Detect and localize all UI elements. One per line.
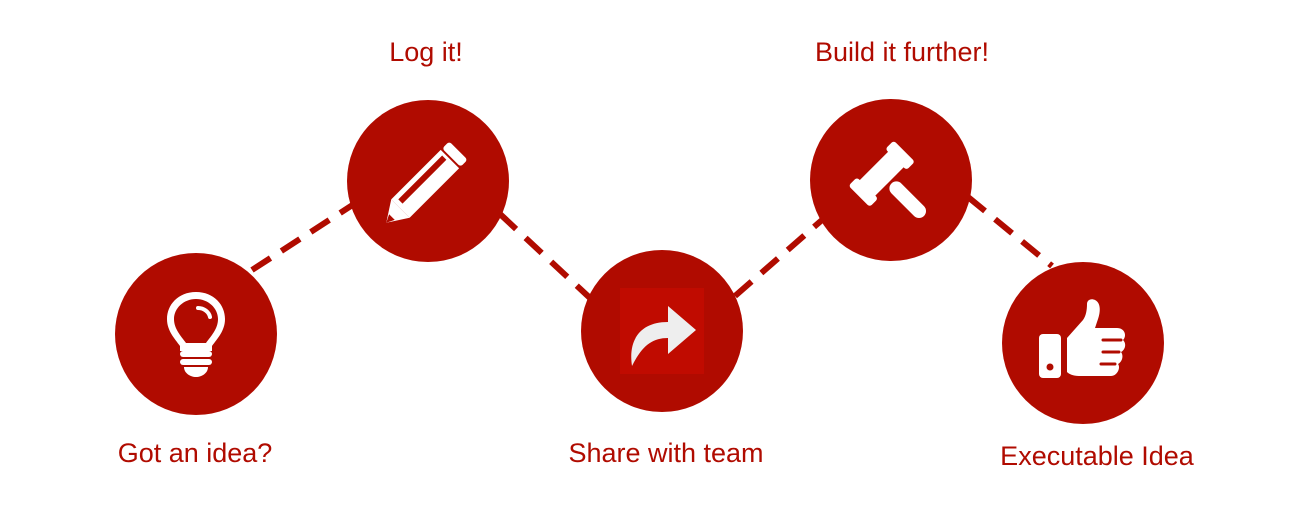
gavel-icon — [849, 141, 927, 219]
step-share-label: Share with team — [568, 438, 764, 468]
pencil-icon — [386, 142, 467, 223]
step-share-circle — [581, 250, 743, 412]
connector-log-share — [497, 211, 593, 301]
step-build-label: Build it further! — [814, 37, 990, 67]
connector-build-exec — [966, 194, 1054, 269]
thumbs-up-icon — [1039, 299, 1126, 378]
step-log-circle — [347, 100, 509, 262]
lightbulb-icon — [167, 292, 225, 377]
step-idea-label: Got an idea? — [117, 438, 273, 468]
step-idea-circle — [115, 253, 277, 415]
step-build-circle — [810, 99, 972, 261]
share-arrow-icon — [620, 288, 704, 374]
step-exec-label: Executable Idea — [1000, 441, 1194, 471]
step-log-label: Log it! — [389, 37, 463, 67]
connector-idea-log — [250, 201, 356, 273]
connector-share-build — [733, 217, 824, 299]
step-exec-circle — [1002, 262, 1164, 424]
